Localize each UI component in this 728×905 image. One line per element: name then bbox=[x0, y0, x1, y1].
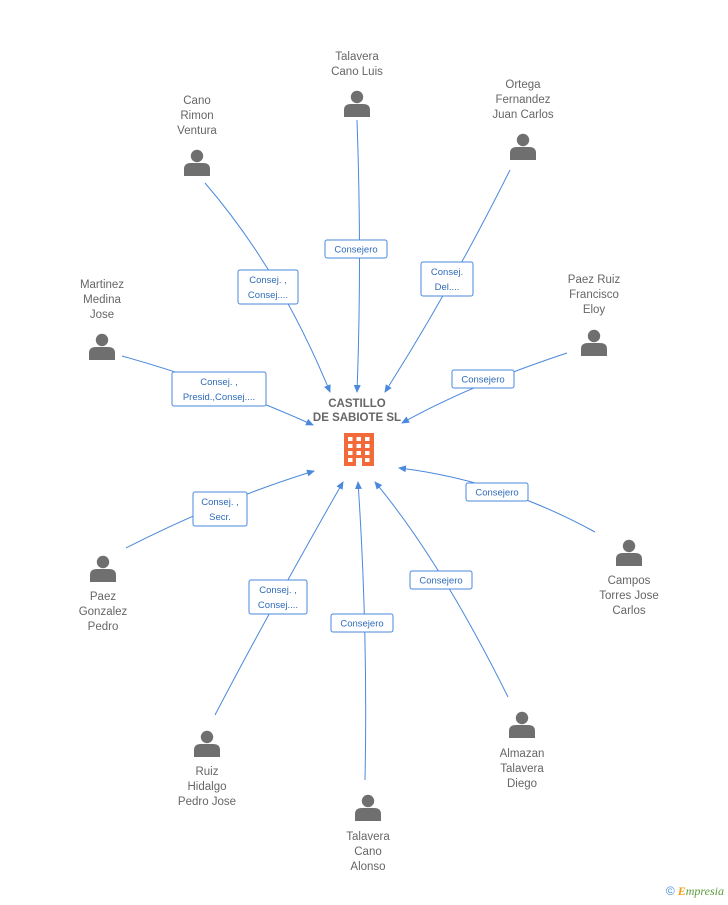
person-name-line: Rimon bbox=[180, 110, 213, 122]
person-icon bbox=[510, 133, 536, 160]
role-label-campos-torres-jose-carlos[interactable]: Consejero bbox=[465, 482, 529, 502]
person-icon bbox=[89, 333, 115, 360]
person-icon bbox=[355, 794, 381, 821]
person-name-line: Cano bbox=[354, 846, 382, 858]
role-box bbox=[330, 613, 394, 633]
role-text: Consejero bbox=[340, 619, 383, 630]
person-name-line: Fernandez bbox=[496, 94, 551, 106]
role-box bbox=[465, 482, 529, 502]
building-icon bbox=[344, 433, 374, 466]
company-name-line: DE SABIOTE SL bbox=[313, 412, 401, 424]
role-box bbox=[248, 579, 308, 615]
person-icon bbox=[581, 329, 607, 356]
role-text: Consejero bbox=[461, 375, 504, 386]
person-name-line: Ortega bbox=[505, 79, 541, 91]
role-text: Consejero bbox=[334, 245, 377, 256]
role-box bbox=[192, 491, 248, 527]
person-icon bbox=[90, 555, 116, 582]
copyright-symbol: © bbox=[665, 884, 675, 898]
role-label-cano-rimon-ventura[interactable]: Consej. , Consej.... bbox=[237, 269, 299, 305]
role-text: Presid.,Consej.... bbox=[183, 392, 255, 403]
person-icon bbox=[184, 149, 210, 176]
person-name-line: Paez Ruiz bbox=[568, 274, 621, 286]
person-name-line: Ventura bbox=[177, 125, 217, 137]
role-text: Consej.... bbox=[248, 290, 288, 301]
role-label-paez-ruiz-francisco-eloy[interactable]: Consejero bbox=[451, 369, 515, 389]
person-name-line: Juan Carlos bbox=[492, 109, 554, 121]
person-name-line: Almazan bbox=[500, 748, 545, 760]
role-box bbox=[409, 570, 473, 590]
person-name-line: Medina bbox=[83, 294, 121, 306]
person-icon bbox=[194, 730, 220, 757]
empresia-brand[interactable]: ©Empresia bbox=[666, 884, 724, 899]
person-icon bbox=[616, 539, 642, 566]
person-name-line: Cano Luis bbox=[331, 66, 383, 78]
role-text: Consej. , bbox=[249, 275, 287, 286]
role-label-talavera-cano-luis[interactable]: Consejero bbox=[324, 239, 388, 259]
brand-initial: E bbox=[677, 884, 686, 898]
role-label-talavera-cano-alonso[interactable]: Consejero bbox=[330, 613, 394, 633]
role-text: Del.... bbox=[435, 282, 460, 293]
role-label-almazan-talavera-diego[interactable]: Consejero bbox=[409, 570, 473, 590]
person-icon bbox=[344, 90, 370, 117]
person-name-line: Jose bbox=[90, 309, 114, 321]
person-name-line: Campos bbox=[608, 575, 651, 587]
person-name-line: Diego bbox=[507, 778, 537, 790]
person-icon bbox=[509, 711, 535, 738]
person-name-line: Paez bbox=[90, 591, 116, 603]
role-text: Consej. , bbox=[200, 377, 238, 388]
person-name-line: Eloy bbox=[583, 304, 606, 316]
person-name-line: Ruiz bbox=[195, 766, 218, 778]
person-name-line: Carlos bbox=[612, 605, 645, 617]
person-name-line: Talavera bbox=[346, 831, 390, 843]
person-name-line: Talavera bbox=[500, 763, 544, 775]
role-label-ortega-fernandez-juan-carlos[interactable]: Consej. Del.... bbox=[420, 261, 474, 297]
person-name-line: Francisco bbox=[569, 289, 619, 301]
company-name-line: CASTILLO bbox=[328, 398, 386, 410]
role-label-paez-gonzalez-pedro[interactable]: Consej. , Secr. bbox=[192, 491, 248, 527]
role-text: Consej.... bbox=[258, 600, 298, 611]
person-name-line: Martinez bbox=[80, 279, 124, 291]
person-name-line: Talavera bbox=[335, 51, 379, 63]
person-name-line: Pedro bbox=[88, 621, 119, 633]
person-name-line: Alonso bbox=[350, 861, 385, 873]
person-name-line: Hidalgo bbox=[188, 781, 227, 793]
role-label-ruiz-hidalgo-pedro-jose[interactable]: Consej. , Consej.... bbox=[248, 579, 308, 615]
role-text: Consejero bbox=[475, 488, 518, 499]
role-box bbox=[237, 269, 299, 305]
role-label-martinez-medina-jose[interactable]: Consej. , Presid.,Consej.... bbox=[171, 371, 267, 407]
person-name-line: Torres Jose bbox=[599, 590, 658, 602]
role-box bbox=[324, 239, 388, 259]
person-name-line: Pedro Jose bbox=[178, 796, 236, 808]
person-name-line: Gonzalez bbox=[79, 606, 128, 618]
role-box bbox=[451, 369, 515, 389]
role-box bbox=[171, 371, 267, 407]
role-text: Consej. , bbox=[201, 497, 239, 508]
role-box bbox=[420, 261, 474, 297]
person-name-line: Cano bbox=[183, 95, 211, 107]
role-text: Secr. bbox=[209, 512, 231, 523]
role-text: Consej. bbox=[431, 267, 463, 278]
brand-name: mpresia bbox=[685, 884, 724, 898]
role-text: Consej. , bbox=[259, 585, 297, 596]
company-node[interactable]: CASTILLO DE SABIOTE SL bbox=[313, 398, 401, 466]
role-text: Consejero bbox=[419, 576, 462, 587]
